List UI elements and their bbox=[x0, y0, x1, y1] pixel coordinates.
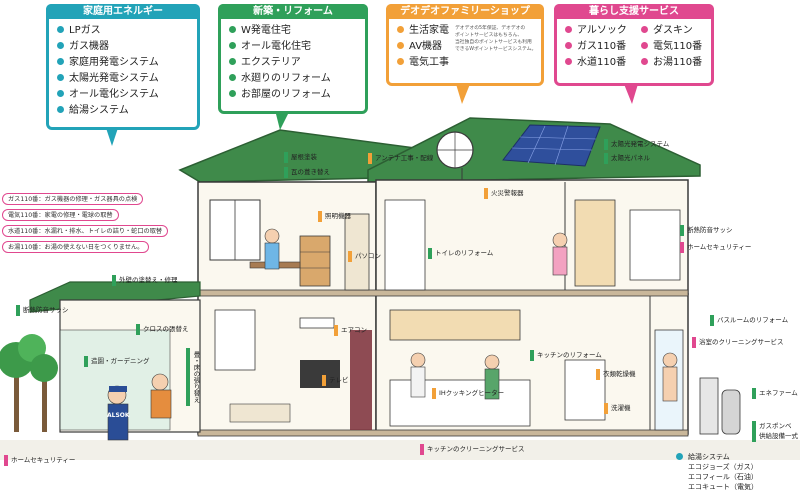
list-item[interactable]: オール電化システム bbox=[57, 87, 159, 103]
hot-water-item: エコキュート（電気） bbox=[688, 483, 758, 491]
security-guard bbox=[107, 385, 129, 441]
list-item[interactable]: エクステリア bbox=[229, 55, 331, 71]
label-kitchen-cleaning[interactable]: キッチンのクリーニングサービス bbox=[420, 444, 530, 455]
label-tatami[interactable]: 畳・床の張り替え bbox=[186, 348, 201, 406]
shop-box-tail bbox=[456, 84, 470, 104]
label-bath-cleaning[interactable]: 浴室のクリーニングサービス bbox=[692, 337, 789, 348]
label-tv[interactable]: テレビ bbox=[322, 375, 354, 386]
energy-box-tail bbox=[106, 128, 118, 146]
list-item[interactable]: アルソック bbox=[565, 23, 627, 39]
label-aircon[interactable]: エアコン bbox=[334, 325, 372, 336]
label-ih-heater[interactable]: IHクッキングヒーター bbox=[432, 388, 509, 399]
list-item[interactable]: オール電化住宅 bbox=[229, 39, 331, 55]
label-gas-supply[interactable]: 供給設備一式 bbox=[752, 431, 800, 442]
new-build-reform-box[interactable]: 新築・リフォーム W発電住宅 オール電化住宅 エクステリア 水廻りのリフォーム … bbox=[218, 4, 368, 114]
list-item[interactable]: W発電住宅 bbox=[229, 23, 331, 39]
label-pc[interactable]: パソコン bbox=[348, 251, 386, 262]
label-ene-farm[interactable]: エネファーム bbox=[752, 388, 800, 399]
list-item[interactable]: 家庭用発電システム bbox=[57, 55, 159, 71]
label-kitchen-reform[interactable]: キッチンのリフォーム bbox=[530, 350, 607, 361]
list-item[interactable]: お湯110番 bbox=[641, 55, 702, 71]
label-toilet-reform[interactable]: トイレのリフォーム bbox=[428, 248, 498, 259]
list-item[interactable]: お部屋のリフォーム bbox=[229, 87, 331, 103]
life-support-box[interactable]: 暮らし支援サービス アルソック ガス110番 水道110番 ダスキン 電気110… bbox=[554, 4, 714, 86]
reform-list: W発電住宅 オール電化住宅 エクステリア 水廻りのリフォーム お部屋のリフォーム bbox=[229, 23, 331, 103]
support-box-tail bbox=[624, 84, 638, 104]
label-bath-reform[interactable]: バスルームのリフォーム bbox=[710, 315, 793, 326]
ground bbox=[0, 440, 800, 460]
shop-title: デオデオファミリーショップ bbox=[386, 4, 544, 19]
label-sash-lower[interactable]: 断熱防音サッシ bbox=[16, 305, 74, 316]
family-shop-box[interactable]: デオデオファミリーショップ 生活家電 AV機器 電気工事 デオデオの5年保証、デ… bbox=[386, 4, 544, 86]
electric-110-pill[interactable]: 電気110番：家電の修理・電球の取替 bbox=[2, 209, 119, 221]
garden-trees bbox=[0, 334, 58, 432]
label-gas-heatpump[interactable]: ガスポンベ bbox=[752, 421, 797, 432]
list-item[interactable]: 給湯システム bbox=[57, 103, 159, 119]
home-energy-box[interactable]: 家庭用エネルギー LPガス ガス機器 家庭用発電システム 太陽光発電システム オ… bbox=[46, 4, 200, 130]
list-item[interactable]: AV機器 bbox=[397, 39, 449, 55]
list-item[interactable]: 電気工事 bbox=[397, 55, 449, 71]
label-roof-paint[interactable]: 屋根塗装 bbox=[284, 152, 322, 163]
label-washer[interactable]: 洗濯機 bbox=[604, 403, 636, 414]
woman-figure-kitchen bbox=[410, 352, 426, 398]
list-item[interactable]: 電気110番 bbox=[641, 39, 702, 55]
label-home-security-upper[interactable]: ホームセキュリティー bbox=[680, 242, 756, 253]
man-figure-bath bbox=[662, 352, 678, 402]
hot-water-box[interactable]: 給湯システム エコジョーズ（ガス） エコフィール（石油） エコキュート（電気） bbox=[676, 452, 796, 496]
label-solar-panel[interactable]: 太陽光パネル bbox=[604, 153, 655, 164]
shop-note: デオデオの5年保証、デオデオの ポイントサービスはもちろん、 当社独自のポイント… bbox=[455, 26, 537, 52]
support-list-left: アルソック ガス110番 水道110番 bbox=[565, 23, 627, 71]
reform-title: 新築・リフォーム bbox=[218, 4, 368, 19]
list-item[interactable]: 生活家電 bbox=[397, 23, 449, 39]
list-item[interactable]: ガス110番 bbox=[565, 39, 627, 55]
label-roof-tile[interactable]: 瓦の葺き替え bbox=[284, 167, 335, 178]
solar-panel bbox=[502, 124, 601, 167]
hot-water-title: 給湯システム bbox=[676, 452, 796, 462]
list-item[interactable]: LPガス bbox=[57, 23, 159, 39]
label-exterior-paint[interactable]: 外壁の塗替え・修理 bbox=[112, 275, 183, 286]
label-dryer[interactable]: 衣類乾燥機 bbox=[596, 369, 641, 380]
hot-water-item: エコジョーズ（ガス） bbox=[688, 463, 758, 471]
reform-box-tail bbox=[276, 114, 288, 130]
label-home-security-lower[interactable]: ホームセキュリティー bbox=[4, 455, 80, 466]
shop-list: 生活家電 AV機器 電気工事 bbox=[397, 23, 449, 71]
girl-figure bbox=[552, 232, 568, 276]
support-title: 暮らし支援サービス bbox=[554, 4, 714, 19]
label-sash-upper[interactable]: 断熱防音サッシ bbox=[680, 225, 738, 236]
man-figure-upper bbox=[264, 228, 280, 270]
home-energy-list: LPガス ガス機器 家庭用発電システム 太陽光発電システム オール電化システム … bbox=[57, 23, 159, 119]
label-fire-alarm[interactable]: 火災警報器 bbox=[484, 188, 529, 199]
woman-figure-kitchen-2 bbox=[484, 354, 500, 400]
label-lighting[interactable]: 照明機器 bbox=[318, 211, 356, 222]
water-110-pill[interactable]: 水道110番：水漏れ・排水、トイレの詰り・蛇口の取替 bbox=[2, 225, 169, 237]
list-item[interactable]: 水廻りのリフォーム bbox=[229, 71, 331, 87]
list-item[interactable]: 太陽光発電システム bbox=[57, 71, 159, 87]
list-item[interactable]: ガス機器 bbox=[57, 39, 159, 55]
older-woman bbox=[150, 373, 172, 419]
label-solar-system[interactable]: 太陽光発電システム bbox=[604, 139, 674, 150]
list-item[interactable]: ダスキン bbox=[641, 23, 702, 39]
gas-110-pill[interactable]: ガス110番：ガス機器の修理・ガス器具の点検 bbox=[2, 193, 144, 205]
label-cross-wall[interactable]: クロスの張替え bbox=[136, 324, 194, 335]
antenna-dish bbox=[436, 131, 474, 180]
hot-water-item: エコフィール（石油） bbox=[688, 473, 758, 481]
hot-water-110-pill[interactable]: お湯110番：お湯の使えない日をつくりません。 bbox=[2, 241, 150, 253]
label-landscaping[interactable]: 造園・ガーデニング bbox=[84, 356, 155, 367]
label-antenna[interactable]: アンテナ工事・配線 bbox=[368, 153, 438, 164]
support-list-right: ダスキン 電気110番 お湯110番 bbox=[641, 23, 702, 71]
list-item[interactable]: 水道110番 bbox=[565, 55, 627, 71]
home-energy-title: 家庭用エネルギー bbox=[46, 4, 200, 19]
gas-cylinder bbox=[721, 389, 741, 435]
guard-badge: ALSOK bbox=[107, 412, 130, 419]
